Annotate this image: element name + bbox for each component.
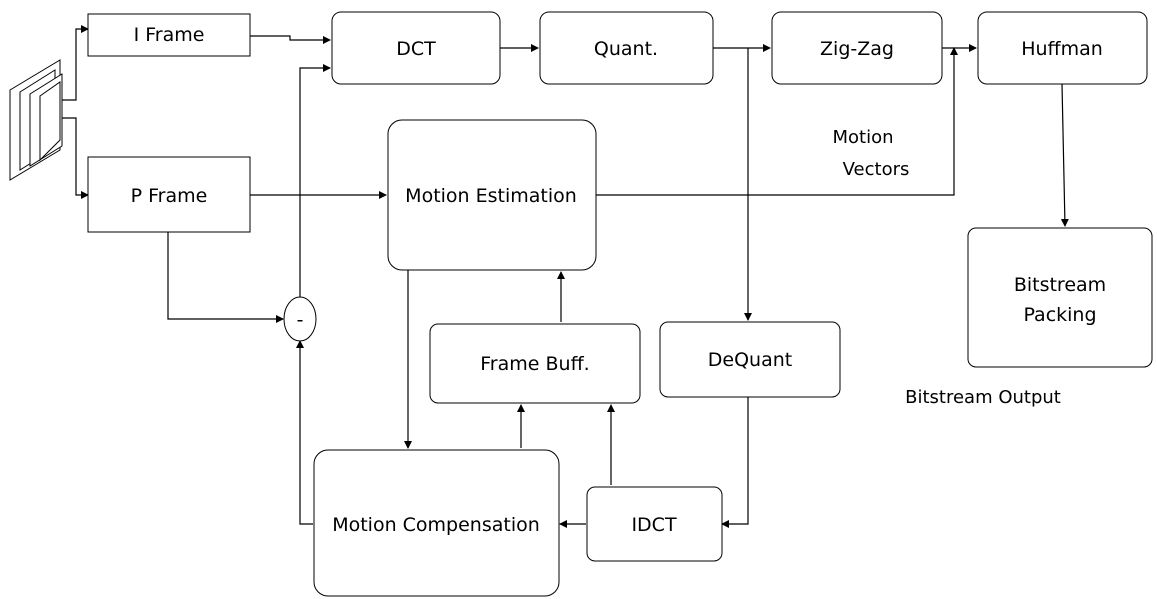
bitstream-output-label: Bitstream Output (905, 387, 1061, 408)
node-motion-estimation-label: Motion Estimation (405, 185, 577, 207)
node-dct-label: DCT (396, 38, 436, 60)
edge-frames-to-iframe (62, 25, 89, 101)
node-bitstream-packing-label-2: Packing (1023, 304, 1096, 326)
edge-mc-to-subtract (296, 340, 313, 525)
edge-subtract-to-dct (299, 64, 331, 298)
motion-vectors-label-2: Vectors (843, 159, 910, 180)
node-motion-compensation: Motion Compensation (313, 449, 560, 597)
node-motion-compensation-label: Motion Compensation (332, 514, 540, 536)
node-zigzag: Zig-Zag (771, 11, 943, 85)
node-bitstream-packing: Bitstream Packing (967, 227, 1153, 368)
node-subtractor-label: - (297, 309, 304, 331)
node-zigzag-label: Zig-Zag (820, 38, 894, 60)
edge-frames-to-pframe (62, 117, 89, 199)
node-huffman-label: Huffman (1021, 38, 1103, 60)
node-frame-buff-label: Frame Buff. (480, 353, 589, 375)
edges (62, 25, 1069, 528)
node-bitstream-packing-label-1: Bitstream (1014, 274, 1106, 296)
node-i-frame: I Frame (87, 13, 251, 57)
node-idct: IDCT (586, 486, 723, 562)
node-frame-buff: Frame Buff. (429, 323, 641, 404)
node-quant: Quant. (539, 11, 714, 85)
edge-mv-to-huffman (596, 47, 958, 196)
edge-dequant-to-idct (721, 397, 749, 528)
edge-huffman-to-packing (1060, 83, 1069, 227)
node-p-frame: P Frame (87, 156, 251, 233)
video-frames-stack-icon (9, 59, 63, 181)
node-motion-estimation: Motion Estimation (387, 119, 597, 271)
node-huffman: Huffman (977, 11, 1148, 85)
node-i-frame-label: I Frame (134, 24, 205, 46)
node-p-frame-label: P Frame (131, 185, 208, 207)
edge-iframe-to-dct (250, 35, 331, 44)
node-idct-label: IDCT (631, 514, 677, 536)
motion-vectors-label-1: Motion (832, 127, 893, 148)
node-dct: DCT (331, 11, 501, 85)
node-quant-label: Quant. (594, 38, 658, 60)
node-dequant-label: DeQuant (708, 349, 792, 371)
node-dequant: DeQuant (659, 321, 841, 398)
node-subtractor: - (283, 296, 317, 342)
edge-pframe-to-subtract (167, 232, 284, 323)
